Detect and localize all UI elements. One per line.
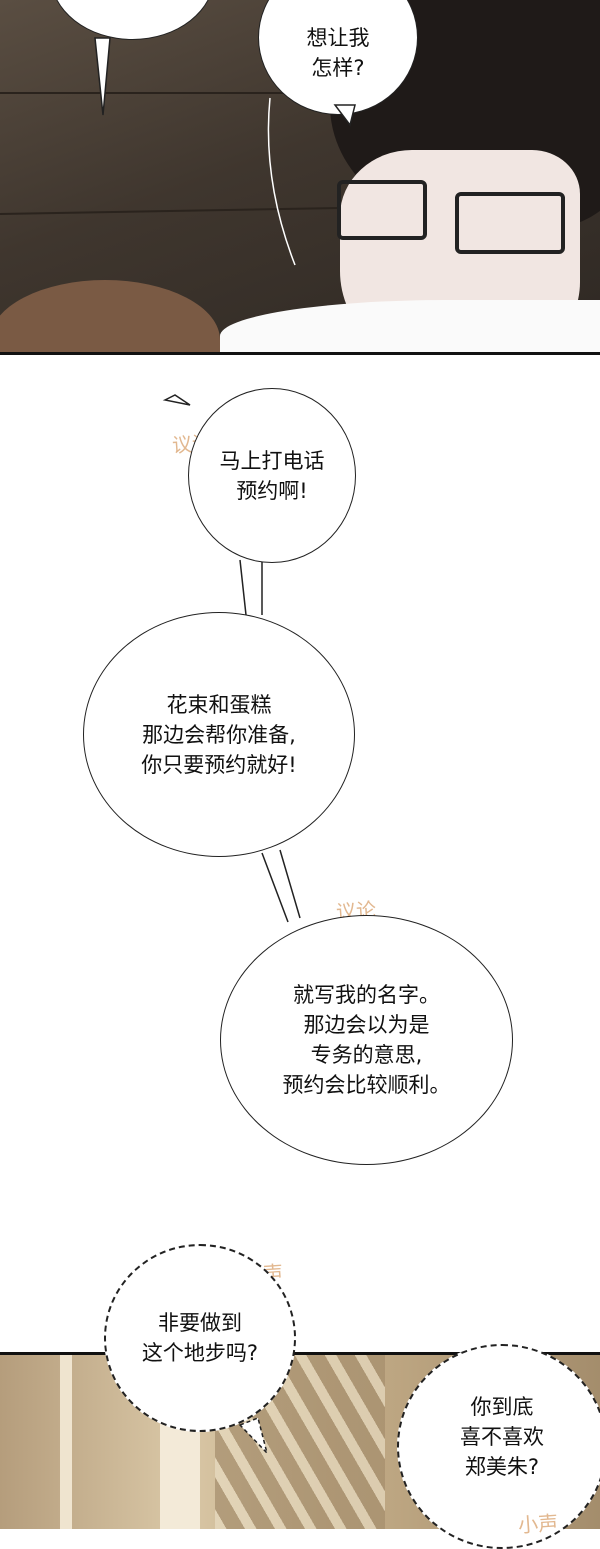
bubble-text-line: 非要做到 [158,1311,242,1335]
bubble-text-line: 你只要预约就好! [141,752,297,777]
glasses [455,192,565,254]
bubble-text-line: 花束和蛋糕 [166,692,272,717]
floor-line [0,92,340,94]
speech-bubble-2: 花束和蛋糕 那边会帮你准备, 你只要预约就好! [83,612,355,857]
bubble-text-line: 马上打电话 [219,448,325,473]
background-pillar [60,1355,72,1529]
bubble-text-line: 就写我的名字。 [293,983,440,1007]
speech-bubble-1: 马上打电话 预约啊! [188,388,356,563]
bubble-text-line: 郑美朱? [464,1454,540,1479]
whisper-bubble-4: 非要做到 这个地步吗? [104,1244,296,1432]
bubble-text-line: 怎样? [311,55,365,80]
whisper-bubble-5: 你到底 喜不喜欢 郑美朱? [397,1344,600,1549]
speech-bubble-3: 就写我的名字。 那边会以为是 专务的意思, 预约会比较顺利。 [220,915,513,1165]
speech-bubble-top: 想让我 怎样? [258,0,418,115]
bubble-text-line: 想让我 [306,25,370,50]
bubble-text-line: 预约啊! [236,478,308,503]
glasses [337,180,427,240]
sfx-text: 小声 [517,1510,559,1538]
bubble-text-line: 那边会帮你准备, [142,722,296,747]
bubble-text-line: 专务的意思, [310,1043,423,1067]
bubble-text-line: 这个地步吗? [141,1341,259,1365]
bubble-text-line: 你到底 [470,1394,534,1419]
bubble-text-line: 那边会以为是 [303,1013,430,1037]
bubble-text-line: 喜不喜欢 [460,1424,544,1449]
bubble-tails [94,37,356,266]
bubble-text-line: 预约会比较顺利。 [282,1073,451,1097]
comic-panel-top: 想让我 怎样? [0,0,600,355]
